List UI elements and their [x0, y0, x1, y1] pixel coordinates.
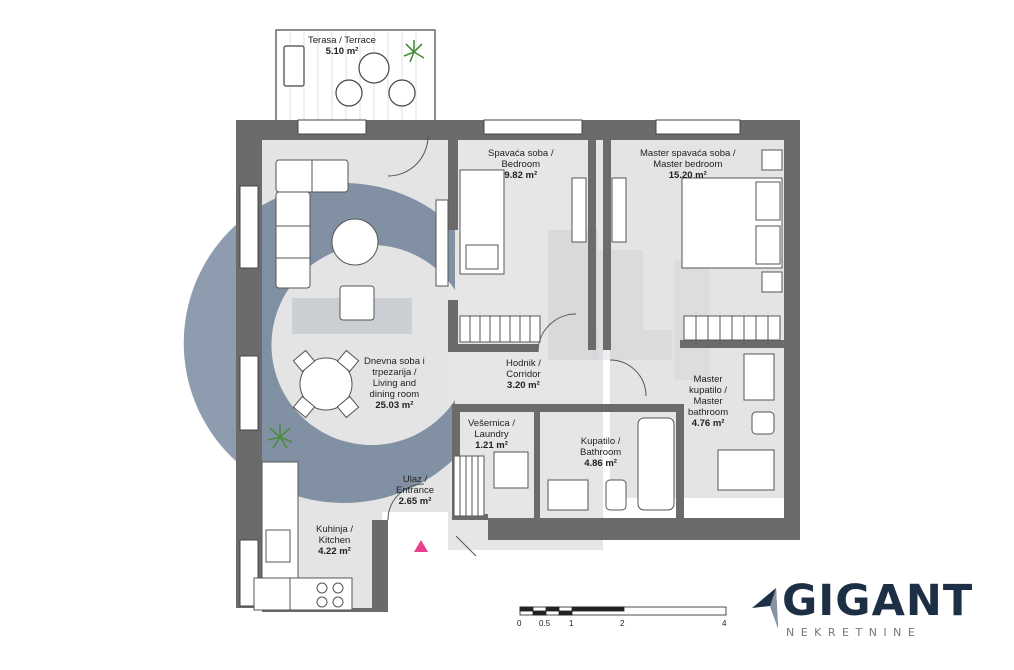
kitchen-counter	[253, 461, 353, 611]
scale-label-2: 2	[620, 619, 625, 628]
plant-icon	[267, 424, 293, 449]
scale-bar	[519, 606, 727, 616]
bathtub	[637, 417, 675, 511]
kitchen-label: Kuhinja / Kitchen 4.22 m²	[316, 524, 353, 557]
nightstand-top	[761, 149, 783, 171]
nightstand-bottom	[761, 271, 783, 293]
washing-machine	[493, 451, 529, 489]
bed-double	[681, 177, 783, 269]
scale-label-0: 0	[517, 619, 522, 628]
logo-mark-icon	[752, 588, 778, 628]
master-desk	[611, 177, 627, 243]
master-bedroom-label: Master spavaća soba / Master bedroom 15.…	[640, 148, 736, 181]
doors	[387, 135, 647, 557]
entrance-marker-icon	[414, 540, 428, 552]
ottoman	[339, 285, 375, 321]
scale-label-4: 4	[722, 619, 727, 628]
bath-toilet	[605, 479, 627, 511]
brand-name: GIGANT	[782, 576, 974, 626]
bedroom-label: Spavaća soba / Bedroom 9.82 m²	[488, 148, 554, 181]
bath-sink	[547, 479, 589, 511]
master-bath-sink	[743, 353, 775, 401]
brand-tagline: NEKRETNINE	[786, 626, 922, 639]
living-room-label: Dnevna soba i trpezarija / Living and di…	[364, 356, 425, 411]
shoe-cabinet	[453, 455, 485, 517]
corridor-label: Hodnik / Corridor 3.20 m²	[506, 358, 541, 391]
entrance-label: Ulaz / Entrance 2.65 m²	[396, 474, 435, 507]
master-bath-toilet	[751, 411, 775, 435]
cooktop	[316, 582, 344, 608]
bathroom-label: Kupatilo / Bathroom 4.86 m²	[580, 436, 622, 469]
tv-unit	[435, 199, 449, 287]
coffee-table	[331, 218, 379, 266]
sofa	[275, 159, 349, 289]
scale-label-0-5: 0.5	[539, 619, 551, 628]
kitchen-sink	[265, 529, 291, 563]
bed-single	[459, 169, 505, 275]
wardrobe-bedroom	[459, 315, 541, 343]
wardrobe-master	[683, 315, 781, 341]
scale-label-1: 1	[569, 619, 574, 628]
terrace-furniture	[283, 45, 416, 107]
desk	[571, 177, 587, 243]
master-shower	[717, 449, 775, 491]
terrace-plant-icon	[403, 40, 425, 63]
gigant-logo: GIGANT NEKRETNINE	[748, 576, 988, 644]
dining-set	[292, 349, 360, 419]
master-bathroom-label: Master kupatilo / Master bathroom 4.76 m…	[688, 374, 729, 429]
laundry-label: Vešernica / Laundry 1.21 m²	[468, 418, 515, 451]
terrace-label: Terasa / Terrace 5.10 m²	[308, 35, 376, 57]
